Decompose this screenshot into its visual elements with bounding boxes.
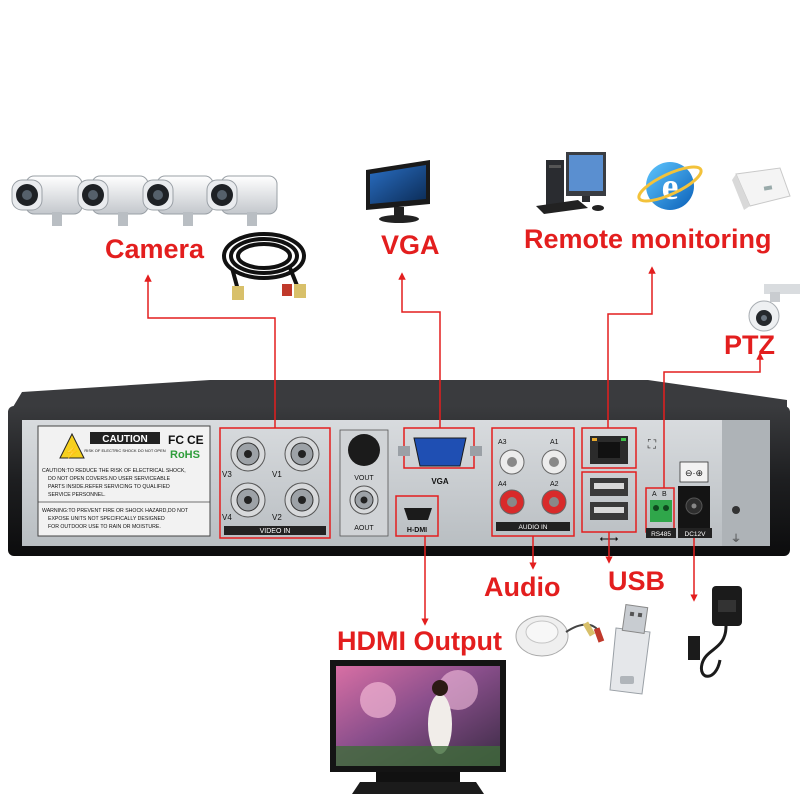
network-usb-ports: ⛶ ⭠⭢ (581, 427, 657, 545)
network-icon: ⛶ (647, 437, 657, 451)
warning-text: EXPOSE UNITS NOT SPECIFICALLY DESIGNED (48, 516, 165, 522)
vga-port[interactable]: VGA (398, 427, 482, 486)
leader-lines (144, 266, 764, 626)
label-dc12v: DC12V (685, 531, 707, 538)
label-vout: VOUT (354, 475, 374, 482)
wifi-router-icon (732, 167, 791, 210)
callout-usb: USB (608, 566, 666, 596)
callout-audio: Audio (484, 572, 561, 602)
video-cable-icon (222, 232, 306, 300)
power-adapter-icon (688, 586, 742, 678)
rca-port[interactable] (541, 449, 567, 475)
label-audio-in: AUDIO IN (519, 524, 548, 531)
internet-explorer-icon: e (637, 162, 703, 210)
label-a3: A3 (498, 439, 507, 446)
camera-icon (11, 175, 83, 226)
camera-icon (77, 175, 149, 226)
label-a2: A2 (550, 481, 559, 488)
leader-camera (144, 274, 276, 428)
bnc-port[interactable] (284, 482, 320, 518)
bnc-port[interactable] (284, 436, 320, 472)
leader-ptz (663, 352, 764, 488)
hdmi-port[interactable]: H-DMI (395, 495, 439, 537)
camera-icon (142, 175, 214, 226)
label-a4: A4 (498, 481, 507, 488)
power-polarity-icon: ⊖·⊕ (685, 468, 703, 478)
label-v4: V4 (222, 513, 232, 522)
rs485-port[interactable]: A B RS485 (645, 487, 676, 538)
hdmi-tv-icon (330, 660, 506, 794)
cert-rohs: RoHS (170, 449, 200, 461)
usb-port[interactable] (590, 502, 628, 520)
leader-vga (398, 272, 441, 428)
leader-remote (607, 266, 656, 428)
ptz-camera-icon (748, 284, 800, 332)
svg-text:⚡: ⚡ (65, 445, 80, 459)
label-aout: AOUT (354, 525, 374, 532)
label-rs485: RS485 (651, 531, 671, 538)
ethernet-port[interactable] (590, 436, 628, 464)
label-vga-port: VGA (431, 477, 449, 486)
callout-hdmi-output: HDMI Output (337, 626, 502, 656)
callout-remote-monitoring: Remote monitoring (524, 224, 772, 254)
callout-vga: VGA (381, 230, 440, 260)
svg-text:⏚: ⏚ (731, 533, 741, 545)
callout-camera: Camera (105, 234, 205, 264)
caution-text: SERVICE PERSONNEL. (48, 492, 106, 498)
caution-title: CAUTION (102, 434, 148, 445)
warning-text: WARNING:TO PREVENT FIRE OR SHOCK HAZARD,… (42, 508, 189, 514)
cert-ce: CE (187, 433, 204, 447)
vout-aout-ports: VOUT AOUT (339, 429, 389, 537)
rca-port[interactable] (499, 449, 525, 475)
label-v1: V1 (272, 470, 282, 479)
rca-port[interactable] (541, 489, 567, 515)
bnc-port[interactable] (230, 482, 266, 518)
camera-icon (206, 175, 278, 226)
usb-port[interactable] (590, 478, 628, 496)
video-in-ports: V1 V2 V3 V4 VIDEO IN (219, 427, 331, 539)
caution-label: ⚡ CAUTION RISK OF ELECTRIC SHOCK DO NOT … (37, 425, 211, 537)
caution-text: DO NOT OPEN COVERS.NO USER SERVICEABLE (48, 476, 171, 482)
rca-port[interactable] (499, 489, 525, 515)
warning-text: FOR OUTDOOR USE TO RAIN OR MOISTURE. (48, 524, 161, 530)
caution-sub: RISK OF ELECTRIC SHOCK DO NOT OPEN (84, 448, 165, 453)
label-a1: A1 (550, 439, 559, 446)
caution-text: PARTS INSIDE.REFER SERVICING TO QUALIFIE… (48, 484, 170, 490)
callout-ptz: PTZ (724, 330, 775, 360)
caution-text: CAUTION:TO REDUCE THE RISK OF ELECTRICAL… (42, 468, 186, 474)
label-v2: V2 (272, 513, 282, 522)
dc-power-port[interactable]: ⊖·⊕ DC12V (678, 461, 712, 538)
camera-group (11, 175, 278, 226)
usb-flash-drive-icon (609, 604, 651, 695)
label-video-in: VIDEO IN (260, 528, 291, 535)
label-rs485-a: A (652, 491, 657, 498)
vga-monitor-icon (366, 160, 430, 223)
bnc-port[interactable] (349, 485, 379, 515)
microphone-icon (515, 615, 605, 657)
bnc-port[interactable] (230, 436, 266, 472)
cert-fc: FC (168, 433, 184, 447)
label-v3: V3 (222, 470, 232, 479)
label-hdmi-port: H-DMI (407, 527, 427, 534)
desktop-computer-icon (536, 152, 606, 214)
label-rs485-b: B (662, 491, 667, 498)
